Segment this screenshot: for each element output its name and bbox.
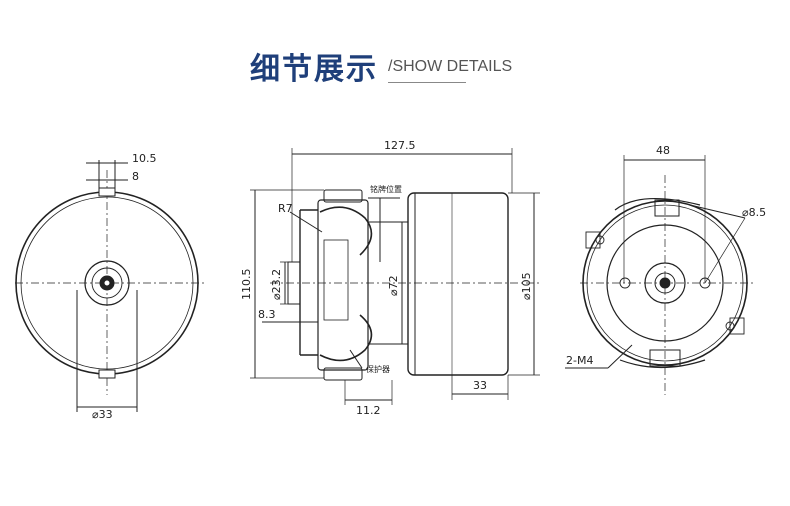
dim-outer-diameter: ⌀105 [520, 272, 533, 300]
dim-right-width-top: 48 [656, 144, 670, 157]
dim-radius: R7 [278, 202, 293, 215]
dim-body-diameter: ⌀72 [387, 275, 400, 296]
motor-body [407, 192, 509, 376]
section-header: 细节展示 /SHOW DETAILS [0, 0, 790, 90]
dim-screws: 2-M4 [566, 354, 593, 367]
dim-left-width-inner: 8 [132, 170, 139, 183]
right-hub [659, 277, 671, 289]
left-view [15, 160, 205, 412]
nameplate-label: 铭牌位置 [370, 184, 402, 194]
dim-shaft-diameter: ⌀23.2 [270, 269, 283, 300]
right-view [565, 155, 755, 395]
dim-left-diameter: ⌀33 [92, 408, 113, 421]
side-view [250, 148, 540, 405]
dim-height: 110.5 [240, 269, 253, 301]
dim-bottom-length: 11.2 [356, 404, 381, 417]
header-underline [388, 82, 466, 83]
dim-total-length: 127.5 [384, 139, 416, 152]
dim-left-width-top: 10.5 [132, 152, 157, 165]
protector-label: 保护器 [366, 364, 390, 374]
section-subtitle: /SHOW DETAILS [388, 58, 513, 75]
section-title: 细节展示 [250, 52, 378, 87]
dim-hole-diameter: ⌀8.5 [742, 206, 766, 219]
dim-offset: 8.3 [258, 308, 276, 321]
dim-right-length: 33 [473, 379, 487, 392]
motor-frame [317, 199, 369, 371]
right-outer-circle [582, 200, 748, 366]
